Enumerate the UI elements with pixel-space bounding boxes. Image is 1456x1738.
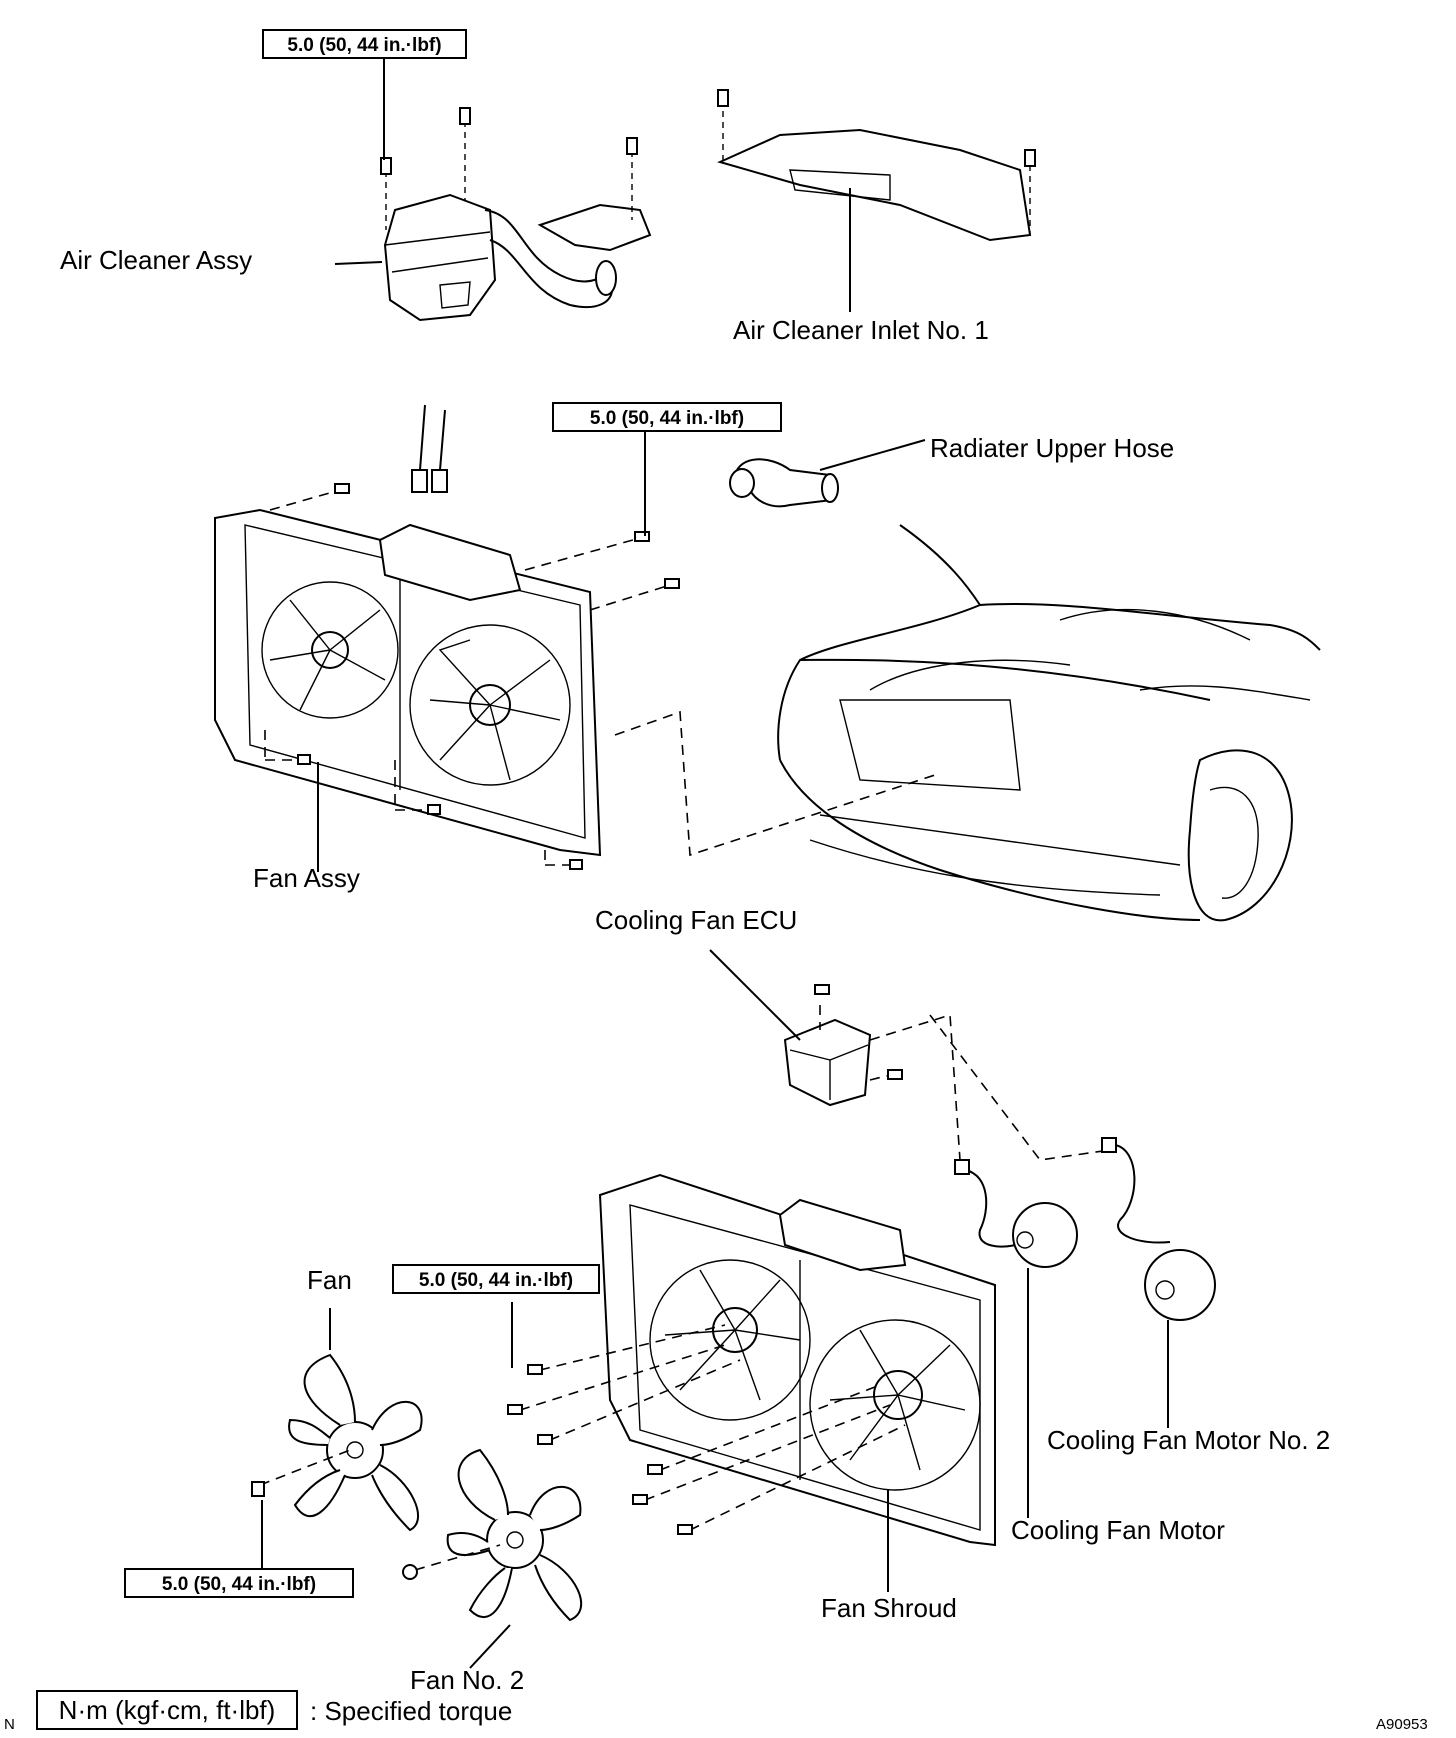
label-fan-assy: Fan Assy: [253, 863, 360, 893]
torque-spec-fan: 5.0 (50, 44 in.·lbf): [124, 1568, 354, 1598]
torque-spec-fan-shroud: 5.0 (50, 44 in.·lbf): [392, 1264, 600, 1294]
fan-drawing: [251, 1308, 423, 1568]
label-fan-shroud: Fan Shroud: [821, 1593, 957, 1623]
fan-assy-drawing: [214, 404, 936, 872]
label-fan: Fan: [307, 1265, 352, 1295]
label-cooling-fan-motor-no2: Cooling Fan Motor No. 2: [1047, 1425, 1331, 1455]
torque-spec-fan-assy: 5.0 (50, 44 in.·lbf): [552, 402, 782, 432]
label-air-cleaner-assy: Air Cleaner Assy: [60, 245, 253, 275]
label-fan-no2: Fan No. 2: [410, 1665, 525, 1695]
corner-mark: N: [4, 1716, 15, 1733]
figure-code: A90953: [1376, 1716, 1428, 1733]
fan-no2-drawing: [402, 1448, 583, 1669]
torque-spec-air-cleaner: 5.0 (50, 44 in.·lbf): [262, 29, 467, 59]
air-cleaner-inlet-drawing: [717, 89, 1036, 312]
radiator-upper-hose-drawing: [729, 439, 926, 508]
cooling-fan-motors-drawing: [954, 1137, 1216, 1518]
label-cooling-fan-motor: Cooling Fan Motor: [1011, 1515, 1225, 1545]
air-cleaner-assy-drawing: [334, 58, 652, 322]
label-cooling-fan-ecu: Cooling Fan ECU: [595, 905, 798, 935]
cooling-fan-ecu-drawing: [709, 949, 1111, 1161]
legend-unit-box: N·m (kgf·cm, ft·lbf): [36, 1690, 298, 1730]
label-radiator-upper-hose: Radiater Upper Hose: [930, 433, 1175, 463]
fan-shroud-drawing: [507, 1173, 996, 1592]
legend-description: : Specified torque: [310, 1696, 513, 1726]
car-front-drawing: [777, 524, 1321, 922]
label-air-cleaner-inlet: Air Cleaner Inlet No. 1: [733, 315, 989, 345]
